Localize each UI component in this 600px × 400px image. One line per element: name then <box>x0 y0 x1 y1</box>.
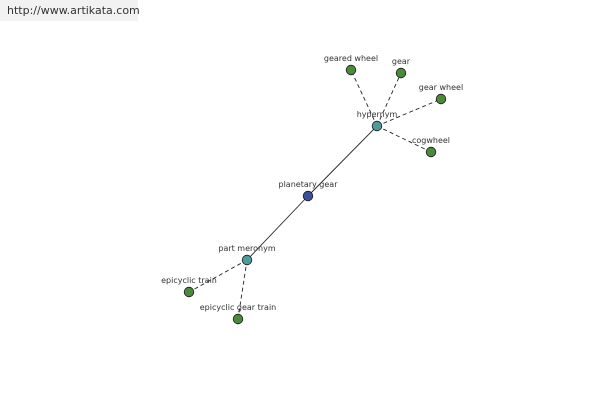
term-gear-wheel-label: gear wheel <box>419 83 463 92</box>
edge-part-meronym-epicyclic-gear-train <box>237 259 248 320</box>
term-gear-label: gear <box>392 57 411 66</box>
term-epicyclic-train-node[interactable] <box>183 286 195 298</box>
center-planetary-gear-label: planetary gear <box>279 180 339 189</box>
center-planetary-gear-node[interactable] <box>302 190 314 202</box>
term-gear-wheel-node[interactable] <box>435 93 447 105</box>
url-bar: http://www.artikata.com <box>0 0 140 21</box>
term-epicyclic-gear-train-node[interactable] <box>232 313 244 325</box>
relation-part-meronym-node[interactable] <box>241 254 253 266</box>
relation-part-meronym-label: part meronym <box>218 244 275 253</box>
term-cogwheel-label: cogwheel <box>412 136 450 145</box>
term-epicyclic-train-label: epicyclic train <box>161 276 217 285</box>
relation-hypernym-node[interactable] <box>371 120 383 132</box>
term-cogwheel-node[interactable] <box>425 146 437 158</box>
edge-hypernym-gear <box>376 72 402 127</box>
edge-center-hypernym <box>307 125 378 197</box>
relation-hypernym-label: hypernym <box>357 110 398 119</box>
term-gear-node[interactable] <box>395 67 407 79</box>
edge-hypernym-geared-wheel <box>350 69 378 127</box>
edge-center-part-meronym <box>246 195 309 261</box>
url-link[interactable]: http://www.artikata.com <box>7 4 140 17</box>
term-geared-wheel-node[interactable] <box>345 64 357 76</box>
graph-edges <box>188 69 442 320</box>
edge-hypernym-cogwheel <box>376 125 432 153</box>
term-epicyclic-gear-train-label: epicyclic gear train <box>200 303 277 312</box>
graph-labels: planetary gear hypernym geared wheel gear ge… <box>161 54 463 312</box>
graph-nodes <box>183 64 447 325</box>
term-geared-wheel-label: geared wheel <box>324 54 378 63</box>
edge-hypernym-gear-wheel <box>376 98 442 127</box>
